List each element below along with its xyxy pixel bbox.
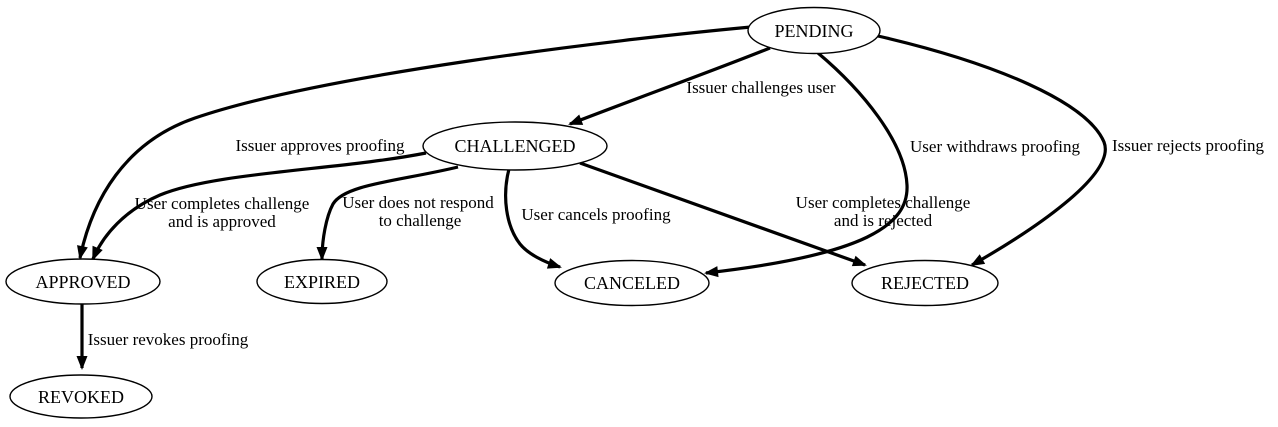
edge-label-user-withdraws-proofing: User withdraws proofing bbox=[910, 137, 1080, 156]
node-rejected-label: REJECTED bbox=[881, 273, 969, 293]
edge-challenged-to-expired-arrow bbox=[316, 165, 459, 261]
node-canceled: CANCELED bbox=[554, 259, 710, 307]
edge-pending-to-approved-arrow bbox=[77, 25, 752, 260]
edges bbox=[76, 25, 1107, 370]
edge-label-issuer-revokes-proofing: Issuer revokes proofing bbox=[88, 330, 249, 349]
node-pending: PENDING bbox=[747, 6, 881, 55]
node-challenged-ellipse bbox=[422, 121, 608, 171]
edge-challenged-to-approved-arrow bbox=[91, 151, 427, 261]
node-revoked-label: REVOKED bbox=[38, 387, 124, 407]
edge-label-user-does-not-respond-line1: User does not respond bbox=[342, 193, 494, 212]
edge-label-issuer-challenges-user: Issuer challenges user bbox=[686, 78, 836, 97]
node-approved-label: APPROVED bbox=[35, 272, 130, 292]
edge-label-user-cancels-proofing: User cancels proofing bbox=[521, 205, 671, 224]
node-revoked-ellipse bbox=[9, 374, 153, 419]
edge-label-issuer-approves-proofing: Issuer approves proofing bbox=[235, 136, 405, 155]
node-approved: APPROVED bbox=[5, 258, 161, 305]
node-canceled-ellipse bbox=[554, 259, 710, 307]
edge-label-user-completes-challenge-approved-line2: and is approved bbox=[168, 212, 276, 231]
node-canceled-label: CANCELED bbox=[584, 273, 680, 293]
edge-pending-to-challenged-arrow bbox=[568, 46, 771, 126]
edge-pending-to-canceled-arrow bbox=[704, 51, 909, 278]
node-pending-label: PENDING bbox=[775, 21, 854, 41]
node-challenged-label: CHALLENGED bbox=[455, 136, 576, 156]
edge-challenged-to-canceled-arrow bbox=[504, 168, 562, 269]
node-rejected: REJECTED bbox=[851, 259, 999, 307]
node-approved-ellipse bbox=[5, 258, 161, 305]
node-expired-label: EXPIRED bbox=[284, 272, 360, 292]
edge-label-issuer-rejects-proofing: Issuer rejects proofing bbox=[1112, 136, 1265, 155]
edge-label-user-completes-challenge-rejected-line1: User completes challenge bbox=[796, 193, 971, 212]
node-revoked: REVOKED bbox=[9, 374, 153, 419]
node-expired-ellipse bbox=[256, 258, 388, 305]
nodes: PENDING CHALLENGED APPROVED EXPIRED CANC… bbox=[5, 6, 999, 419]
node-expired: EXPIRED bbox=[256, 258, 388, 305]
edge-label-user-completes-challenge-approved-line1: User completes challenge bbox=[135, 194, 310, 213]
node-rejected-ellipse bbox=[851, 259, 999, 307]
edge-challenged-to-rejected-arrow bbox=[579, 161, 867, 267]
node-challenged: CHALLENGED bbox=[422, 121, 608, 171]
edge-label-user-completes-challenge-rejected-line2: and is rejected bbox=[834, 211, 933, 230]
node-pending-ellipse bbox=[747, 6, 881, 55]
edge-labels: Issuer challenges user Issuer approves p… bbox=[88, 78, 1265, 349]
edge-pending-to-rejected-arrow bbox=[877, 34, 1107, 267]
edge-label-user-does-not-respond-line2: to challenge bbox=[379, 211, 462, 230]
